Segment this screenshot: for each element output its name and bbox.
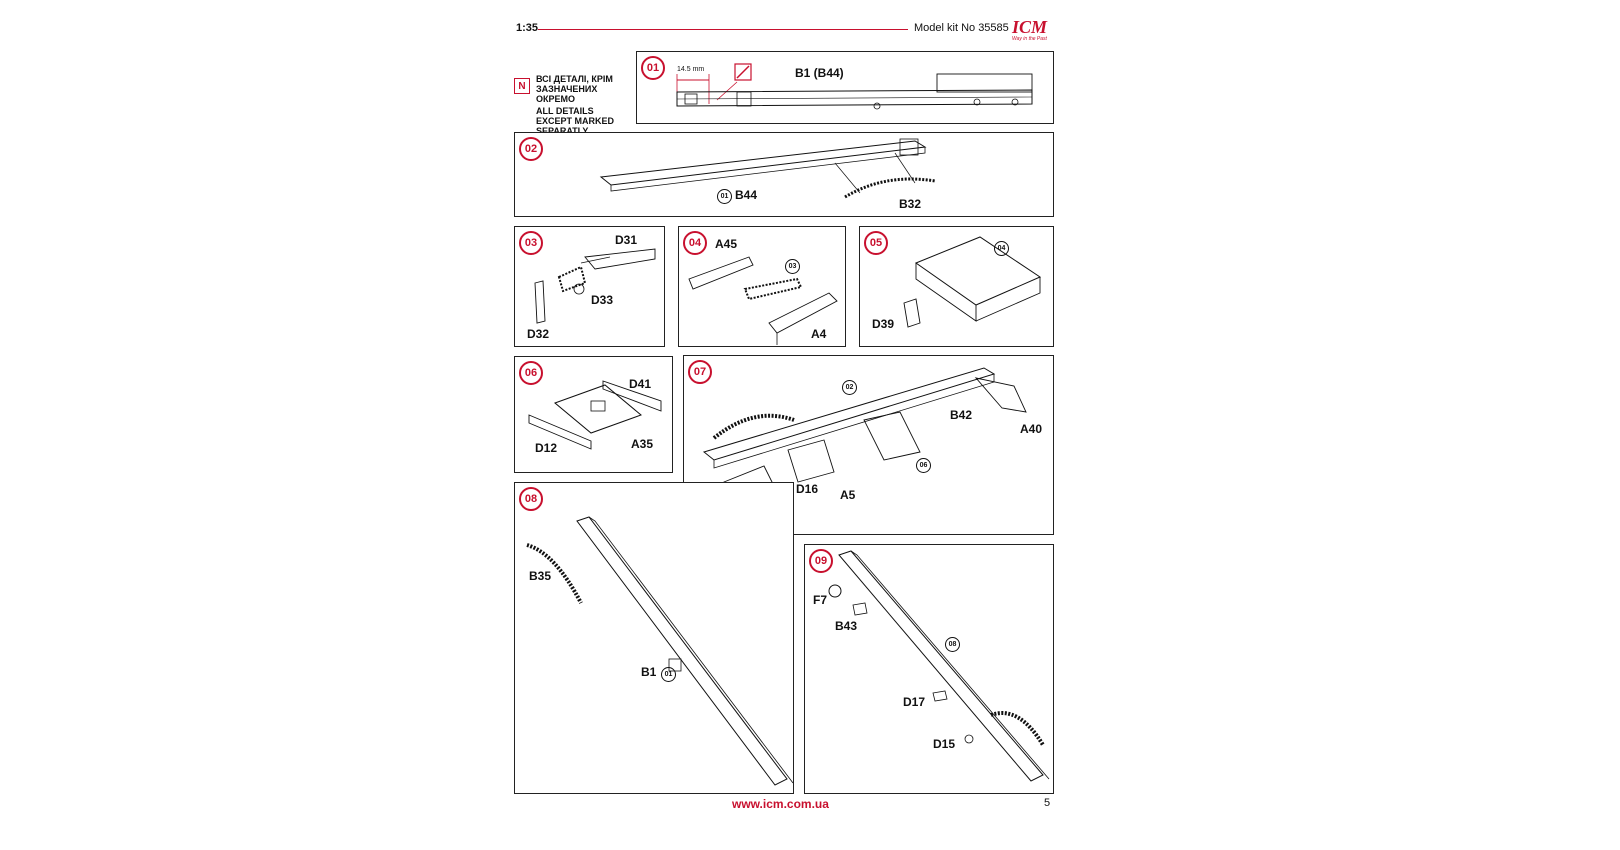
step-06-badge: 06 [519,361,543,385]
step-09-label-d15: D15 [933,737,956,751]
step-06-parts-drawing [528,380,662,450]
step-07-badge: 07 [688,360,712,384]
step-07-ref-02: 02 [842,380,857,395]
step-07-ref-06: 06 [916,458,931,473]
step-03-label-d33: D33 [591,293,614,307]
step-03-parts-drawing [534,248,656,324]
step-02-label-b32: B32 [899,197,922,211]
step-07-label-d16: D16 [796,482,819,496]
icm-logo: ICM Way in the Past [1012,18,1054,46]
step-03-label-d31: D31 [615,233,638,247]
step-04-panel: 04 A45 03 A4 [678,226,846,347]
legend-en-text: ALL DETAILS EXCEPT MARKED SEPARATLY [536,106,615,136]
step-08-label-b35: B35 [529,569,552,583]
step-09-label-f7: F7 [813,593,828,607]
step-03-label-d32: D32 [527,327,550,341]
footer-url: www.icm.com.ua [732,797,829,811]
step-09-ref: 08 [945,637,960,652]
step-06-label-d12: D12 [535,441,558,455]
kit-number: Model kit No 35585 [914,22,1009,34]
step-09-badge: 09 [809,549,833,573]
step-03-panel: 03 D31 D33 D32 [514,226,665,347]
step-05-parts-drawing [903,236,1042,328]
logo-tagline: Way in the Past [1012,36,1047,42]
step-07-label-b42: B42 [950,408,973,422]
step-01-badge: 01 [641,56,665,80]
step-04-parts-drawing [688,256,838,345]
step-02-frame-drawing [599,138,936,199]
step-06-panel: 06 D41 D12 A35 [514,356,673,473]
step-03-badge: 03 [519,231,543,255]
step-01-panel: 01 14.5 mm B1 (B44) [636,51,1054,124]
step-05-label-d39: D39 [872,317,895,331]
step-01-label: B1 (B44) [795,66,844,80]
step-08-label-b1: B1 [641,665,657,679]
step-07-label-a40: A40 [1020,422,1043,436]
step-04-label-a45: A45 [715,237,738,251]
step-09-label-b43: B43 [835,619,858,633]
step-07-label-a5: A5 [840,488,856,502]
step-05-panel: 05 04 D39 [859,226,1054,347]
page-number: 5 [1044,797,1051,809]
step-02-ref: 01 [717,189,732,204]
step-04-ref: 03 [785,259,800,274]
step-02-badge: 02 [519,137,543,161]
header-rule-left [538,29,908,30]
step-02-label-b44: B44 [735,188,758,202]
logo-text: ICM [1012,17,1048,37]
step-09-frame-drawing [828,550,1050,782]
step-08-panel: 08 B35 B1 01 [514,482,794,794]
step-01-dimension: 14.5 mm [677,66,705,73]
step-09-panel: 09 F7 B43 08 D17 D15 [804,544,1054,794]
legend-ua-text: ВСІ ДЕТАЛІ, КРІМ ЗАЗНАЧЕНИХ ОКРЕМО [536,74,613,104]
step-02-panel: 02 01 B44 B32 [514,132,1054,217]
step-05-badge: 05 [864,231,888,255]
step-09-label-d17: D17 [903,695,926,709]
step-04-label-a4: A4 [811,327,827,341]
step-06-label-d41: D41 [629,377,652,391]
scale-label: 1:35 [516,22,539,34]
step-08-frame-drawing [526,516,794,786]
step-04-badge: 04 [683,231,707,255]
step-06-label-a35: A35 [631,437,654,451]
legend-badge: N [514,78,530,94]
step-08-badge: 08 [519,487,543,511]
step-01-frame-drawing [676,63,1033,110]
step-05-ref: 04 [994,241,1009,256]
